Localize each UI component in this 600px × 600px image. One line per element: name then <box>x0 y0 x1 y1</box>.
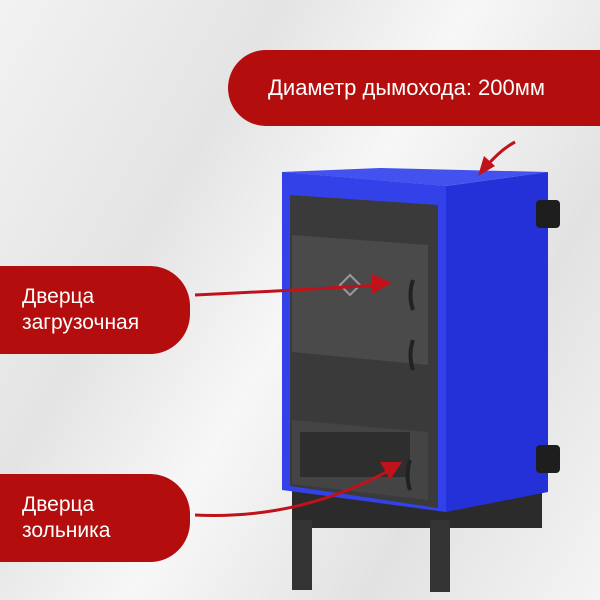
chimney-label-text: Диаметр дымохода: 200мм <box>268 75 545 100</box>
ash-door-line2: зольника <box>22 519 111 542</box>
chimney-diameter-label: Диаметр дымохода: 200мм <box>228 50 600 126</box>
ash-door-line1: Дверца <box>22 493 95 516</box>
ash-door-label: Дверца зольника <box>0 474 190 562</box>
load-door-line2: загрузочная <box>22 311 140 334</box>
load-door-line1: Дверца <box>22 285 95 308</box>
load-door-label: Дверца загрузочная <box>0 266 190 354</box>
